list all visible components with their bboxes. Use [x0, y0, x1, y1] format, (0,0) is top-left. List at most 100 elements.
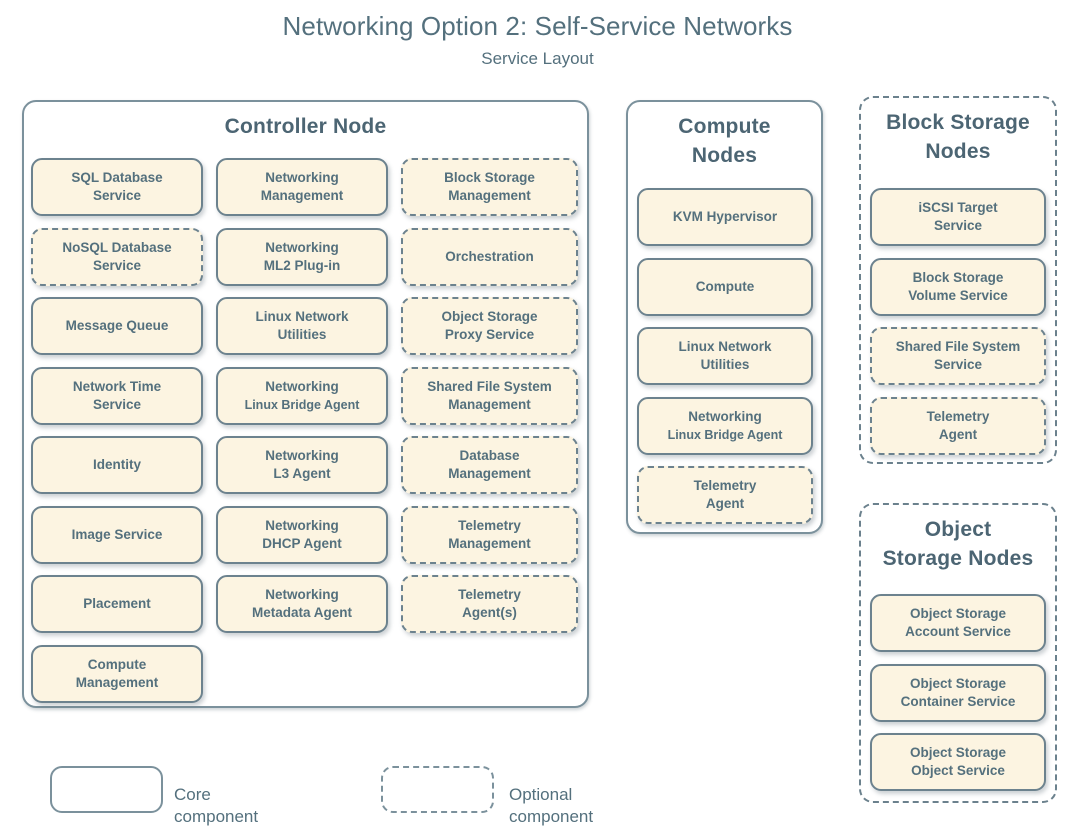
service-box-label-line1: NoSQL Database: [62, 240, 172, 255]
service-box-label-line1: Compute: [87, 657, 147, 672]
service-box-label-line2: Service: [92, 258, 142, 273]
service-box-label-line1: SQL Database: [71, 170, 163, 185]
service-box-label-line2: Account Service: [905, 624, 1011, 639]
service-box-networking-l3-agent[interactable]: Networking L3 Agent: [216, 436, 388, 494]
panel-compute-nodes: Compute Nodes: [626, 100, 823, 534]
service-box-label-line2: Volume Service: [908, 288, 1008, 303]
panel-block-storage-nodes-title-line1: Block Storage: [886, 111, 1030, 134]
panel-object-storage-nodes-title-line1: Object: [924, 518, 992, 541]
service-box-label-line1: KVM Hypervisor: [672, 209, 778, 224]
service-box-label-line1: Block Storage: [912, 270, 1004, 285]
page-title: Networking Option 2: Self-Service Networ…: [282, 11, 793, 41]
service-box-label-line1: Telemetry: [458, 587, 521, 602]
service-box-kvm-hypervisor[interactable]: KVM Hypervisor: [637, 188, 813, 246]
service-box-label-line1: Linux Network: [678, 339, 772, 354]
service-box-compute[interactable]: Compute: [637, 258, 813, 316]
service-box-identity[interactable]: Identity: [31, 436, 203, 494]
service-box-label-line2: Management: [448, 397, 531, 412]
service-box-label-line1: Object Storage: [909, 676, 1007, 691]
service-box-message-queue[interactable]: Message Queue: [31, 297, 203, 355]
service-box-label-line2: DHCP Agent: [262, 536, 342, 551]
panel-object-storage-nodes-title: Object Storage Nodes: [861, 505, 1055, 573]
legend-label-optional: Optional component: [509, 785, 594, 826]
service-box-image-service[interactable]: Image Service: [31, 506, 203, 564]
service-box-label-line1: Network Time: [72, 379, 162, 394]
legend-swatch-optional: [381, 766, 494, 813]
service-box-label-line1: Networking: [265, 518, 339, 533]
service-box-label-line1: Networking: [265, 379, 339, 394]
service-box-label-line2: Management: [448, 188, 531, 203]
legend-swatch-core: [50, 766, 163, 813]
service-box-label-line1: Shared File System: [895, 339, 1021, 354]
service-box-orchestration[interactable]: Orchestration: [401, 228, 578, 286]
page-subtitle: Service Layout: [481, 49, 594, 68]
service-box-label-line1: Database: [459, 448, 520, 463]
service-box-label-line2: Management: [448, 466, 531, 481]
service-box-label-line2: Utilities: [700, 357, 750, 372]
service-box-label-line1: Networking: [265, 170, 339, 185]
service-box-label-line1: Object Storage: [441, 309, 538, 324]
service-box-label-line1: Telemetry: [458, 518, 521, 533]
service-box-label-line2: Agent(s): [462, 605, 517, 620]
service-box-label-line1: Orchestration: [445, 249, 534, 264]
service-box-label-line2: ML2 Plug-in: [263, 258, 341, 273]
service-box-label-line1: Image Service: [71, 527, 163, 542]
panel-block-storage-nodes-title: Block Storage Nodes: [861, 98, 1055, 166]
service-box-label-line2: Linux Bridge Agent: [667, 428, 783, 442]
service-box-label-line1: Telemetry: [926, 409, 990, 424]
service-box-label-line1: Linux Network: [255, 309, 349, 324]
service-box-label-line1: Networking: [688, 409, 762, 424]
panel-compute-nodes-title-line1: Compute: [678, 115, 771, 138]
service-box-label-line1: Compute: [695, 279, 755, 294]
service-box-label-line1: Block Storage: [444, 170, 535, 185]
panel-object-storage-nodes-title-line2: Storage Nodes: [882, 547, 1034, 570]
service-box-label-line1: Shared File System: [427, 379, 552, 394]
service-box-label-line2: Management: [260, 188, 344, 203]
service-box-label-line2: Management: [448, 536, 531, 551]
service-box-label-line2: Agent: [705, 496, 745, 511]
panel-compute-nodes-title-line2: Nodes: [691, 144, 758, 167]
service-box-label-line2: Service: [92, 188, 142, 203]
service-box-label-line1: Identity: [92, 457, 141, 472]
service-box-label-line2: L3 Agent: [273, 466, 331, 481]
service-box-label-line2: Service: [933, 357, 983, 372]
service-box-label-line2: Agent: [938, 427, 978, 442]
service-box-label-line1: Object Storage: [909, 745, 1007, 760]
service-box-label-line1: Message Queue: [65, 318, 169, 333]
service-box-label-line2: Metadata Agent: [251, 605, 352, 620]
service-box-label-line1: Networking: [265, 448, 339, 463]
service-box-label-line1: Telemetry: [693, 478, 757, 493]
service-box-placement[interactable]: Placement: [31, 575, 203, 633]
service-box-label-line2: Object Service: [911, 763, 1005, 778]
service-box-label-line1: Object Storage: [909, 606, 1007, 621]
panel-block-storage-nodes-title-line2: Nodes: [925, 140, 991, 163]
service-box-label-line1: Networking: [265, 587, 339, 602]
service-box-label-line2: Service: [933, 218, 983, 233]
